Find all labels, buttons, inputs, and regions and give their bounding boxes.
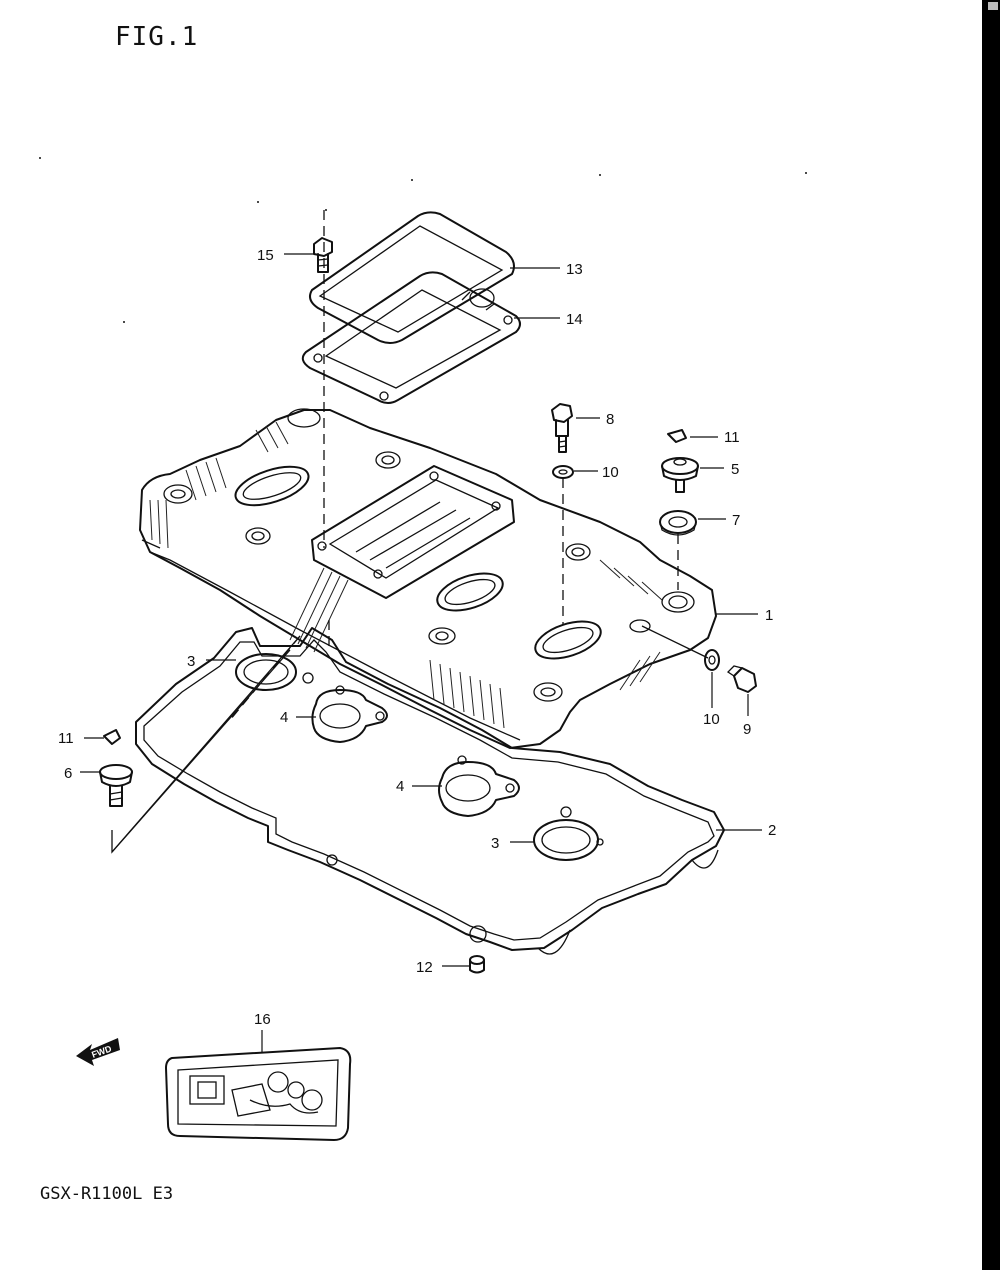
callout-15: 15 — [257, 247, 274, 264]
part-8-bolt — [551, 403, 573, 453]
part-1-cylinder-head-cover — [139, 408, 717, 749]
part-16-gasket-set — [165, 1047, 352, 1141]
callout-1: 1 — [765, 607, 773, 624]
callout-6: 6 — [64, 765, 72, 782]
part-2-head-cover-gasket — [135, 627, 725, 955]
callout-3-lower: 3 — [491, 835, 499, 852]
callout-16: 16 — [254, 1011, 271, 1028]
part-4-cam-cap-gasket-lower — [438, 755, 520, 817]
callout-10-side: 10 — [703, 711, 720, 728]
part-14-breather-gasket — [301, 271, 521, 404]
part-5-cover-bolt — [661, 457, 699, 493]
callout-10-upper: 10 — [602, 464, 619, 481]
callout-14: 14 — [566, 311, 583, 328]
scan-edge-bar — [982, 0, 1000, 1270]
callout-numbers: 1 2 3 3 4 4 5 6 7 8 9 10 10 11 11 12 13 … — [58, 247, 776, 1028]
part-9-side-bolt — [726, 665, 757, 693]
model-label: GSX-R1100L E3 — [40, 1184, 174, 1204]
part-6-cover-bolt — [99, 764, 133, 807]
scan-specks — [39, 157, 807, 323]
part-7-seal — [659, 510, 697, 536]
part-10-washer-upper — [552, 465, 574, 479]
callout-12: 12 — [416, 959, 433, 976]
callout-8: 8 — [606, 411, 614, 428]
callout-11-lower: 11 — [58, 730, 74, 747]
callout-4-lower: 4 — [396, 778, 404, 795]
callout-9: 9 — [743, 721, 751, 738]
part-10-washer-side — [704, 649, 720, 671]
fwd-label: FWD — [90, 1043, 113, 1060]
callout-5: 5 — [731, 461, 739, 478]
part-3-plug-hole-gasket-upper — [235, 653, 314, 691]
callout-2: 2 — [768, 822, 776, 839]
leader-lines — [80, 253, 762, 1052]
assembly-lines — [111, 210, 709, 854]
figure-title: FIG.1 — [115, 22, 199, 52]
part-11-cap-lower — [103, 729, 121, 745]
scan-corner-mark — [988, 2, 998, 10]
part-15-breather-bolt — [313, 237, 333, 273]
part-3-plug-hole-gasket-lower — [533, 806, 604, 861]
callout-13: 13 — [566, 261, 583, 278]
callout-11-upper: 11 — [724, 429, 740, 446]
part-13-breather-cover — [309, 211, 515, 344]
callout-4-upper: 4 — [280, 709, 288, 726]
callout-3-upper: 3 — [187, 653, 195, 670]
fwd-arrow: FWD — [76, 1038, 120, 1066]
part-12-grommet — [469, 955, 485, 974]
part-4-cam-cap-gasket-upper — [311, 685, 388, 743]
callout-7: 7 — [732, 512, 740, 529]
part-11-cap-upper — [667, 429, 687, 443]
